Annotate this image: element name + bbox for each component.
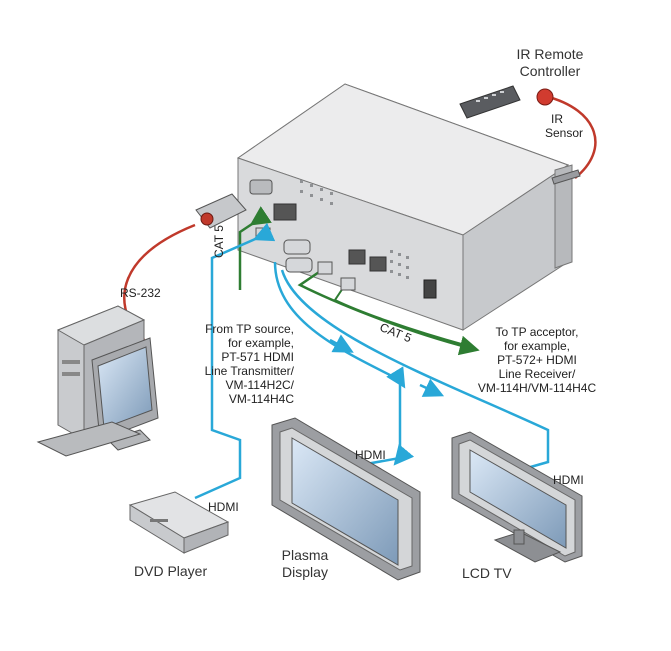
cat5-output-cable-2 bbox=[333, 284, 466, 346]
rj45-port bbox=[369, 256, 387, 272]
rs232-label: RS-232 bbox=[120, 286, 161, 300]
ir-plug-icon bbox=[551, 169, 581, 185]
lcd-tv-label: LCD TV bbox=[462, 565, 512, 581]
rj45-port bbox=[348, 249, 366, 265]
ir-remote-label: IR Remote Controller bbox=[516, 46, 584, 79]
pc-icon bbox=[36, 305, 159, 457]
ir-cable bbox=[544, 94, 597, 179]
hdmi-lcd-label: HDMI bbox=[553, 473, 584, 487]
ir-sensor-label: IR Sensor bbox=[545, 112, 584, 140]
power-port bbox=[423, 279, 437, 299]
plasma-display-label: Plasma Display bbox=[281, 547, 329, 580]
main-device bbox=[236, 83, 573, 331]
hdmi-plug-icon bbox=[285, 257, 313, 273]
hdmi-plasma-label: HDMI bbox=[355, 448, 386, 462]
hdmi-output-lcd-cable bbox=[280, 269, 550, 472]
dvd-player-label: DVD Player bbox=[134, 563, 208, 579]
rj45-plug-icon bbox=[317, 261, 333, 275]
hdmi-dvd-label: HDMI bbox=[208, 500, 239, 514]
plasma-display-icon bbox=[271, 417, 421, 581]
from-tp-source-label: From TP source, for example, PT-571 HDMI… bbox=[204, 322, 294, 406]
rs232-connector bbox=[195, 193, 247, 229]
hdmi-plug-icon bbox=[283, 239, 311, 255]
dvd-player-icon bbox=[128, 491, 230, 554]
rj45-plug-icon bbox=[340, 277, 356, 291]
ir-sensor-icon bbox=[536, 88, 554, 106]
cat5-left-label: CAT 5 bbox=[212, 225, 226, 258]
cat5-input-cable bbox=[238, 206, 272, 290]
rj45-port bbox=[273, 203, 297, 221]
hdmi-input-cable bbox=[194, 222, 276, 500]
hdmi-output-plasma-cable bbox=[273, 261, 415, 468]
vent-holes bbox=[300, 180, 409, 279]
to-tp-acceptor-label: To TP acceptor, for example, PT-572+ HDM… bbox=[477, 325, 597, 395]
ir-remote-icon bbox=[459, 85, 521, 119]
db9-port bbox=[249, 179, 273, 195]
lcd-tv-icon bbox=[451, 431, 583, 563]
